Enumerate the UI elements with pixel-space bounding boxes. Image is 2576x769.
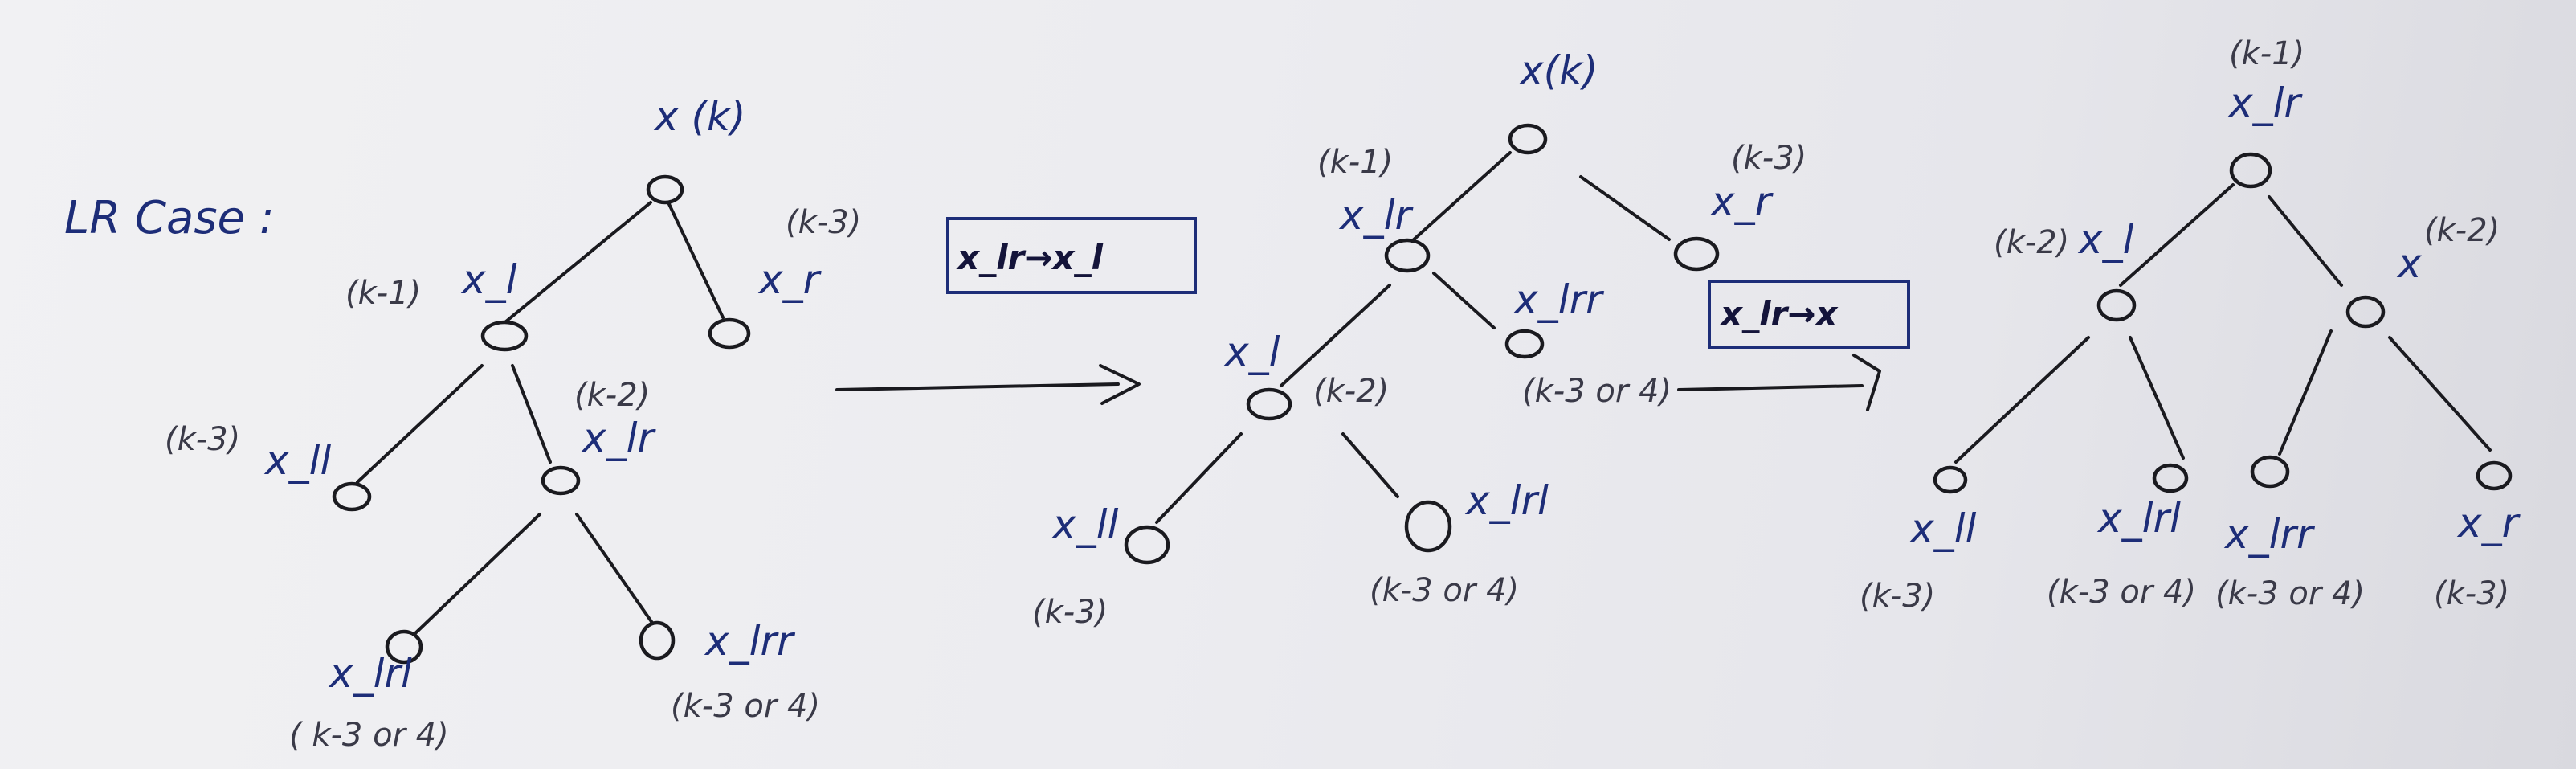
node-x-lr [541,465,581,496]
edge-xlr-xlrr [575,513,654,624]
label2-x-lrr: x_lrr [1513,276,1605,323]
rank3-x-ll: (k-3) [1860,578,1935,615]
edge2-xl-xlrl [1341,432,1399,498]
edge3-x-xlrr [2278,329,2333,456]
operation-box-1 [946,217,1197,294]
edge-xl-xlr [511,364,552,464]
node3-x-l [2096,288,2137,322]
operation-box-2 [1708,280,1910,349]
edge2-x-xlr [1410,151,1512,243]
label3-x: x [2396,240,2422,287]
rank3-x-lrr: (k-3 or 4) [2215,575,2365,612]
label3-x-l: x_l [2077,216,2134,263]
node2-x-lr [1384,238,1431,273]
edge-xlr-xlrl [412,513,541,636]
node2-x-lrl [1404,500,1452,553]
edge2-x-xr [1579,175,1671,241]
label-x: x (k) [653,93,745,140]
node2-x [1508,123,1548,155]
label2-x: x(k) [1518,47,1598,94]
edge-x-xl [504,201,652,323]
edge3-x-xr [2388,336,2492,452]
edge3-xlr-x [2268,195,2343,287]
label2-x-ll: x_ll [1051,501,1118,548]
rank2-x-lrl: (k-3 or 4) [1370,572,1519,609]
label-x-l: x_l [460,256,517,303]
node-x-r [708,317,751,350]
operation-label-2: x_lr→x [1719,294,1839,333]
arrow-head-1 [1099,364,1141,405]
tree-after-first-rotation: x(k) (k-1) x_lr (k-3) x_r x_l (k-2) x_lr… [1032,47,1806,631]
node-x-ll [332,481,372,512]
node3-x-lrl [2152,463,2189,493]
label3-x-r: x_r [2456,500,2521,546]
label2-x-r: x_r [1709,178,1774,225]
edge-x-xr [667,201,725,319]
node3-x-ll [1933,465,1968,494]
arrow-head-2 [1852,354,1881,411]
rotation-1: x_lr→x_l [835,217,1197,405]
node2-x-ll [1124,525,1170,565]
rank2-x-r: (k-3) [1731,140,1806,177]
label-x-lrr: x_lrr [704,618,796,665]
label-x-lrl: x_lrl [328,650,412,697]
diagram-title: LR Case : [64,192,275,244]
node2-x-lrr [1504,329,1545,359]
rank2-x-lr: (k-1) [1317,144,1393,181]
edge3-xl-xll [1954,336,2090,464]
rank-x-lr: (k-2) [574,377,650,414]
label3-x-lrr: x_lrr [2223,511,2316,558]
rank3-x-l: (k-2) [1994,224,2069,261]
rank3-x-lr: (k-1) [2229,35,2305,72]
edge-xl-xll [356,364,484,484]
label-x-ll: x_ll [263,437,331,484]
label3-x-lrl: x_lrl [2096,495,2181,542]
label2-x-lrl: x_lrl [1464,477,1549,524]
rotation-2: x_lr→x [1677,280,1910,411]
label-x-r: x_r [757,256,823,303]
node3-x-lrr [2250,455,2290,489]
label3-x-ll: x_ll [1909,505,1976,552]
rank-x-r: (k-3) [786,204,861,241]
node-x-lrl [385,629,423,665]
tree-before: x (k) x_l (k-1) (k-3) x_r (k-3) x_ll (k-… [165,93,861,754]
edge2-xl-xll [1155,432,1243,524]
label2-x-lr: x_lr [1338,192,1414,239]
rank-x-lrr: (k-3 or 4) [671,688,820,725]
node3-x-lr [2229,152,2272,189]
node-x-l [480,320,529,352]
rank3-x-r: (k-3) [2434,575,2509,612]
arrow-shaft-2 [1677,384,1864,391]
rank3-x-lrl: (k-3 or 4) [2047,574,2196,611]
label2-x-l: x_l [1223,329,1280,375]
rank2-x-ll: (k-3) [1032,594,1108,631]
edge2-xlr-xl [1280,284,1391,387]
rank-x-l: (k-1) [345,275,421,312]
edge2-xlr-xlrr [1432,272,1496,329]
arrow-shaft-1 [835,382,1120,391]
tree-after-second-rotation: (k-1) x_lr (k-2) x_l x (k-2) x_ll (k-3) … [1860,35,2521,615]
rank-x-ll: (k-3) [165,421,240,458]
rank2-x-l: (k-2) [1313,373,1389,410]
label3-x-lr: x_lr [2227,80,2303,126]
node3-x-r [2476,460,2513,491]
rank2-x-lrr: (k-3 or 4) [1522,373,1672,410]
rank-x-lrl: ( k-3 or 4) [289,717,449,754]
node-x-lrr [639,620,676,661]
node2-x-r [1673,236,1720,272]
node2-x-l [1246,387,1292,421]
edge3-xlr-xl [2119,183,2235,287]
label-x-lr: x_lr [581,415,656,461]
node3-x [2345,295,2386,329]
edge3-xl-xlrl [2129,336,2185,460]
rank3-x: (k-2) [2424,212,2500,249]
node-x [646,174,684,205]
operation-label-1: x_lr→x_l [956,238,1103,277]
